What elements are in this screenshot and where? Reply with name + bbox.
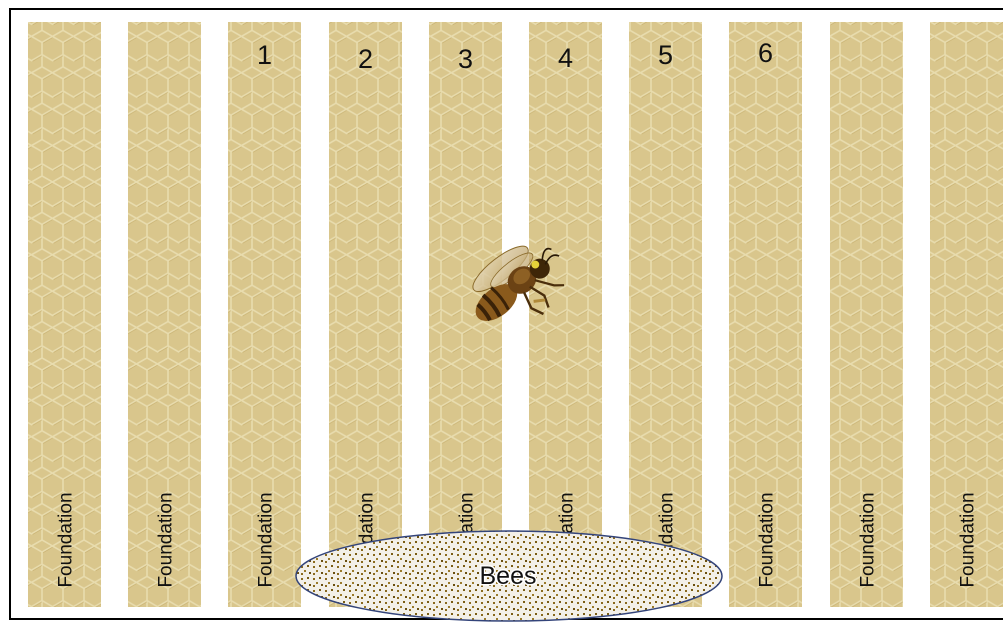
- frame-6: 4Foundation: [529, 22, 602, 607]
- frame-label: Foundation: [256, 492, 277, 587]
- frame-number: 5: [658, 40, 673, 70]
- frame-number: 2: [358, 44, 373, 74]
- frame-10: Foundation: [930, 22, 1003, 607]
- frame-1: Foundation: [28, 22, 101, 607]
- bee-cluster: Bees: [296, 531, 722, 621]
- frame-2: Foundation: [128, 22, 201, 607]
- bees-label: Bees: [480, 562, 537, 590]
- frame-number: 1: [257, 40, 272, 70]
- frame-9: Foundation: [830, 22, 903, 607]
- frame-number: 6: [758, 38, 773, 68]
- frame-label: Foundation: [56, 492, 77, 587]
- frame-number: 3: [458, 44, 473, 74]
- frame-label: Foundation: [958, 492, 979, 587]
- frame-label: Foundation: [858, 492, 879, 587]
- frame-label: Foundation: [757, 492, 778, 587]
- frame-label: Foundation: [156, 492, 177, 587]
- frame-number: 4: [558, 43, 573, 73]
